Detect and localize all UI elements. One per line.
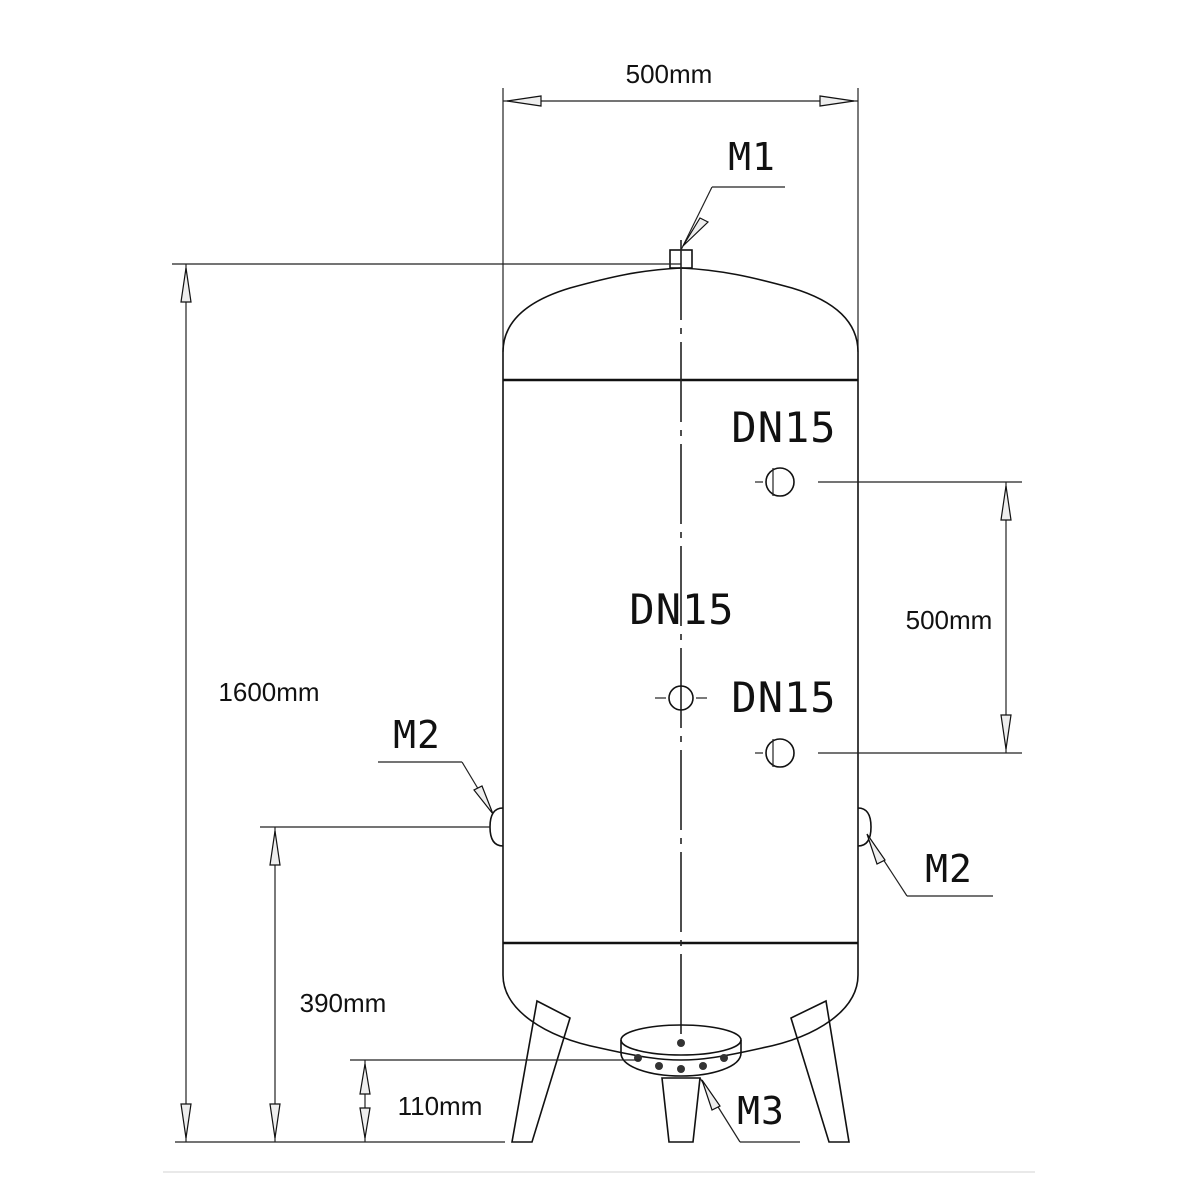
- support-leg-right: [790, 999, 850, 1143]
- m2-right-nozzle: [857, 807, 993, 897]
- side-spacing-dimension: [1000, 482, 1012, 753]
- m1-leader: [680, 186, 785, 251]
- support-leg-center: [661, 1077, 701, 1143]
- m1-label: M1: [728, 135, 776, 179]
- m2-height-label: 390mm: [300, 988, 387, 1018]
- bottom-flange: [620, 1024, 742, 1077]
- top-width-label: 500mm: [626, 59, 713, 89]
- dn15-top-label: DN15: [731, 403, 836, 452]
- dn15-lower-label: DN15: [731, 673, 836, 722]
- m2-height-dimension: [260, 826, 490, 1142]
- dn15-nozzle-middle: [655, 685, 707, 711]
- total-height-label: 1600mm: [218, 677, 319, 707]
- m3-leader: [699, 1077, 800, 1143]
- dn15-middle-label: DN15: [629, 585, 734, 634]
- dn15-nozzle-top: [755, 467, 1022, 497]
- side-spacing-label: 500mm: [906, 605, 993, 635]
- m2-right-label: M2: [925, 847, 973, 891]
- m2-left-nozzle: [378, 761, 504, 847]
- top-width-dimension: [502, 88, 859, 352]
- bottom-height-dimension: [350, 1059, 640, 1142]
- bottom-height-label: 110mm: [398, 1091, 483, 1121]
- m2-left-label: M2: [393, 713, 441, 757]
- m3-label: M3: [737, 1089, 785, 1133]
- dn15-nozzle-lower: [755, 738, 1022, 768]
- total-height-dimension: [172, 263, 681, 1143]
- support-leg-left: [511, 999, 571, 1143]
